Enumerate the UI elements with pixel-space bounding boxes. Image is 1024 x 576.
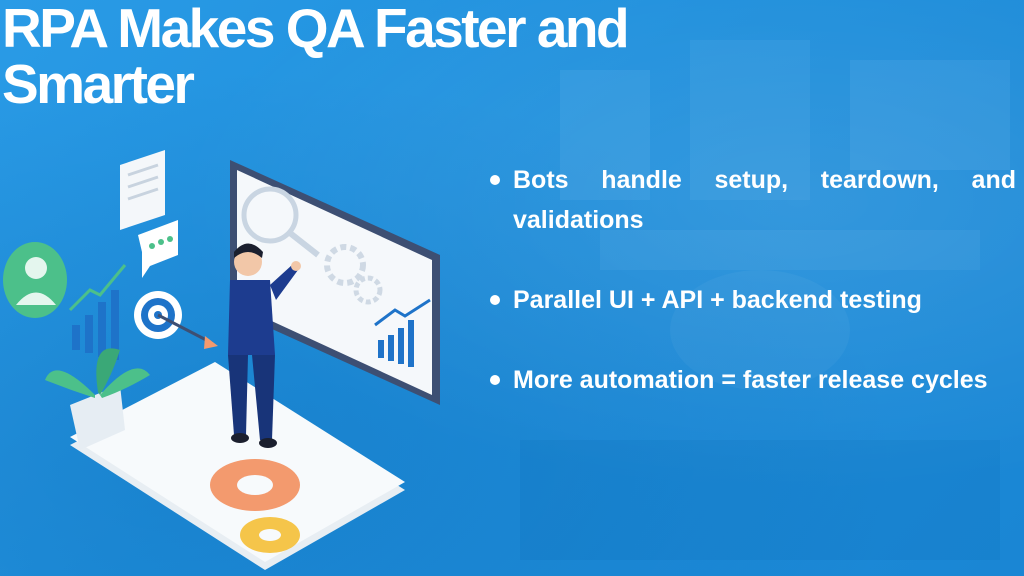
magnifier-icon (241, 186, 320, 258)
chat-bubble-icon (138, 220, 178, 278)
document-icon (120, 150, 165, 230)
bullet-item: Parallel UI + API + backend testing (486, 280, 1016, 320)
slide-title: RPA Makes QA Faster and Smarter (2, 0, 630, 115)
bar-chart-icon (68, 264, 127, 360)
gear-icon (210, 459, 300, 553)
bar-chart-icon (374, 298, 431, 367)
person-figure (228, 243, 301, 448)
bullet-item: More automation = faster release cycles (486, 360, 1016, 400)
qa-illustration (3, 150, 440, 570)
bullet-item: Bots handle setup, teardown, and validat… (486, 160, 1016, 240)
user-avatar-icon (3, 242, 67, 318)
bullet-list: Bots handle setup, teardown, and validat… (486, 160, 1016, 440)
target-icon (134, 291, 218, 349)
plant-icon (45, 348, 150, 450)
gear-icon (324, 244, 383, 305)
dashboard-board (230, 160, 440, 405)
